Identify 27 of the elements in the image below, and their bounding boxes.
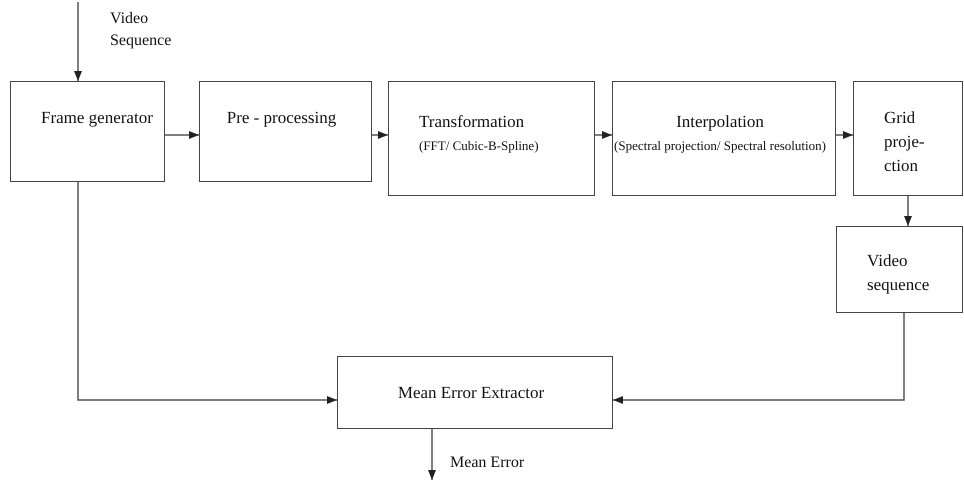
process-box: [388, 81, 595, 196]
box-subtitle: (FFT/ Cubic-B-Spline): [419, 137, 540, 155]
arrow: [428, 429, 436, 480]
box-title: Frame generator: [41, 107, 154, 129]
arrow: [595, 131, 612, 139]
arrow: [74, 2, 82, 81]
process-box: [199, 81, 372, 182]
box-title: Transformation: [419, 111, 526, 133]
arrow: [77, 182, 337, 404]
box-title: Grid proje- ction: [884, 107, 926, 177]
flow-label: Mean Error: [450, 453, 526, 473]
box-subtitle: (Spectral projection/ Spectral resolution): [614, 137, 827, 155]
process-box: [836, 226, 963, 313]
arrow: [165, 131, 199, 139]
box-title: Pre - processing: [226, 107, 338, 129]
process-box: [337, 356, 613, 429]
process-box: [10, 81, 165, 182]
arrow: [613, 313, 905, 404]
arrow: [904, 196, 912, 226]
flow-label: Video Sequence: [110, 9, 172, 51]
box-title: Video sequence: [867, 250, 930, 296]
arrow: [372, 131, 388, 139]
box-title: Interpolation: [676, 111, 765, 133]
process-box: [612, 81, 836, 196]
box-title: Mean Error Extractor: [398, 382, 546, 404]
process-box: [853, 81, 963, 196]
arrow: [836, 131, 853, 139]
